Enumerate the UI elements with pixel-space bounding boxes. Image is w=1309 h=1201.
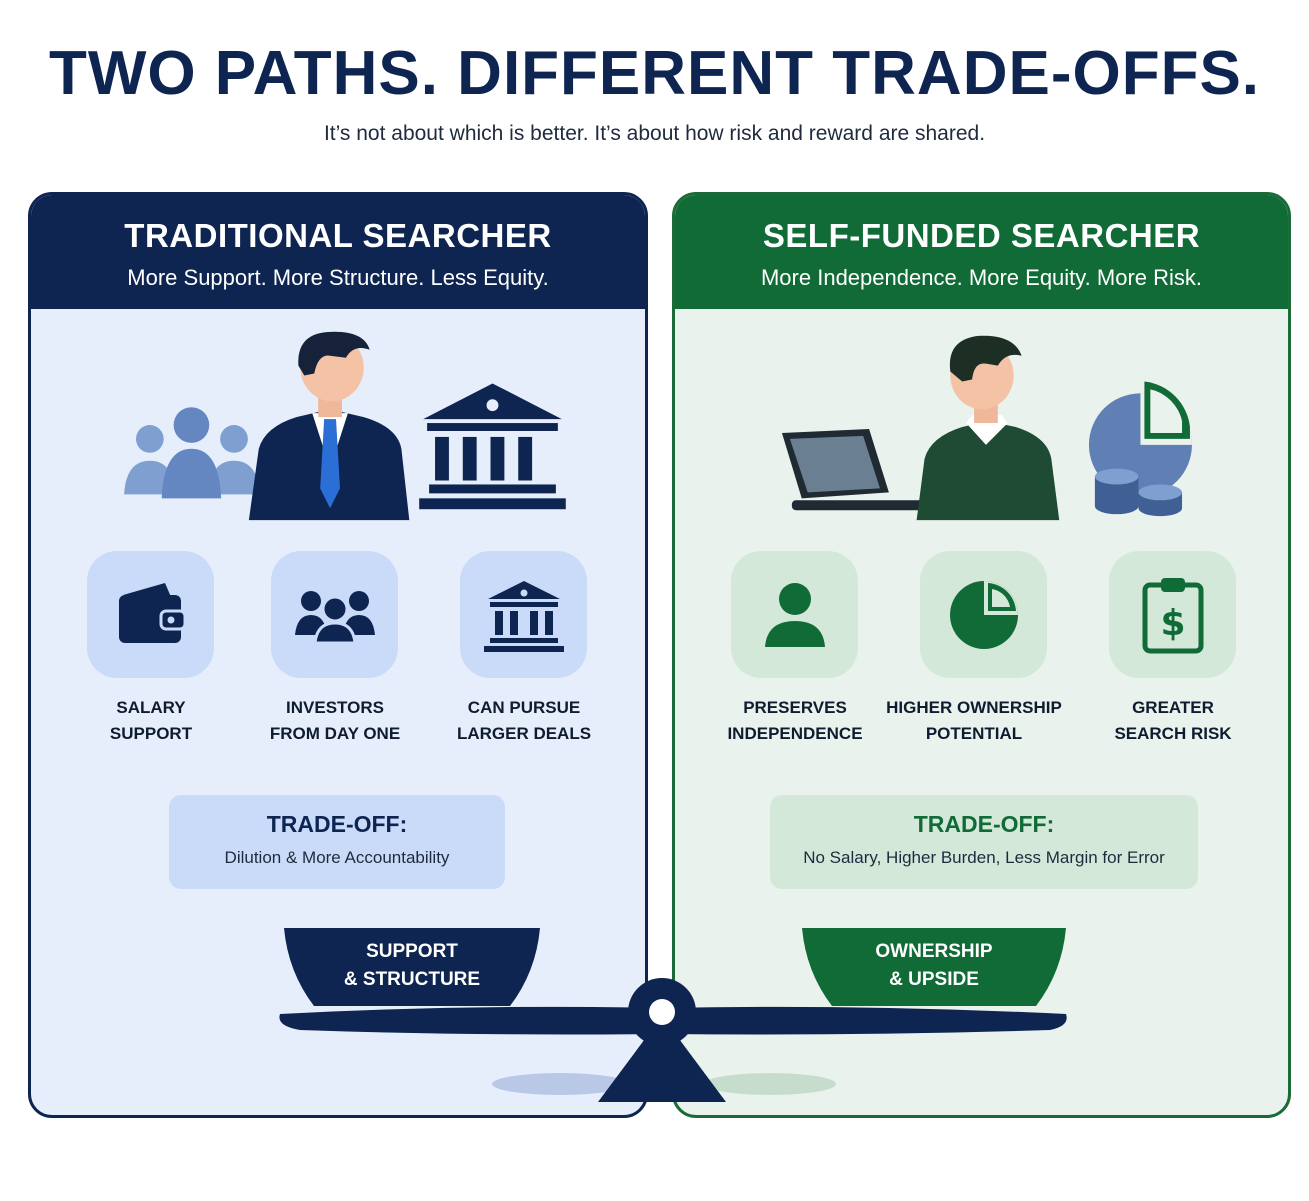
traditional-panel-subtitle: More Support. More Structure. Less Equit… [127, 265, 549, 290]
tradeoff-heading: TRADE-OFF: [266, 811, 408, 837]
feature-label-ownership: HIGHER OWNERSHIP POTENTIAL [886, 698, 1062, 743]
traditional-tradeoff-box: TRADE-OFF: Dilution & More Accountabilit… [169, 795, 505, 889]
person-tile [731, 551, 858, 678]
feature-label-salary: SALARY SUPPORT [109, 698, 193, 743]
traditional-searcher-panel: TRADITIONAL SEARCHER More Support. More … [28, 192, 648, 1118]
feature-label-investors: INVESTORS FROM DAY ONE [269, 698, 401, 743]
self-funded-hero-illustration [781, 335, 1192, 521]
feature-label-search-risk: GREATER SEARCH RISK [1114, 698, 1232, 743]
feature-label-independence: PRESERVES INDEPENDENCE [727, 698, 863, 743]
self-funded-tradeoff-box: TRADE-OFF: No Salary, Higher Burden, Les… [770, 795, 1198, 889]
self-funded-panel-header: SELF-FUNDED SEARCHER More Independence. … [675, 195, 1288, 309]
tradeoff-text: No Salary, Higher Burden, Less Margin fo… [803, 848, 1165, 867]
scale-label-right: OWNERSHIP & UPSIDE [875, 941, 993, 990]
clipboard-tile: $ [1109, 551, 1236, 678]
wallet-icon [118, 582, 186, 643]
feature-label-larger-deals: CAN PURSUE LARGER DEALS [456, 698, 592, 743]
bank-tile [460, 551, 587, 678]
wallet-tile [87, 551, 214, 678]
pie-chart-icon [949, 580, 1018, 649]
businessman-icon [248, 331, 410, 521]
tradeoff-text: Dilution & More Accountability [224, 848, 450, 867]
tradeoff-heading: TRADE-OFF: [913, 811, 1055, 837]
laptop-icon [781, 429, 925, 511]
traditional-hero-illustration [124, 331, 566, 521]
bank-icon [419, 383, 566, 510]
page-subtitle: It’s not about which is better. It’s abo… [323, 122, 986, 145]
investors-tile [271, 551, 398, 678]
self-funded-panel-title: SELF-FUNDED SEARCHER [762, 217, 1201, 254]
pie-chart-tile [920, 551, 1047, 678]
bank-icon [483, 580, 564, 652]
svg-text:$: $ [1160, 603, 1185, 644]
clipboard-dollar-icon: $ [1142, 577, 1203, 653]
self-funded-panel-subtitle: More Independence. More Equity. More Ris… [760, 265, 1203, 290]
searcher-icon [916, 335, 1060, 521]
traditional-panel-title: TRADITIONAL SEARCHER [124, 217, 552, 254]
investors-icon [294, 590, 375, 644]
page-title: TWO PATHS. DIFFERENT TRADE-OFFS. [48, 39, 1261, 108]
scale-label-left: SUPPORT & STRUCTURE [343, 941, 481, 990]
traditional-panel-header: TRADITIONAL SEARCHER More Support. More … [31, 195, 645, 309]
coins-icon [1094, 468, 1183, 517]
group-icon [124, 407, 260, 499]
person-icon [764, 582, 825, 647]
